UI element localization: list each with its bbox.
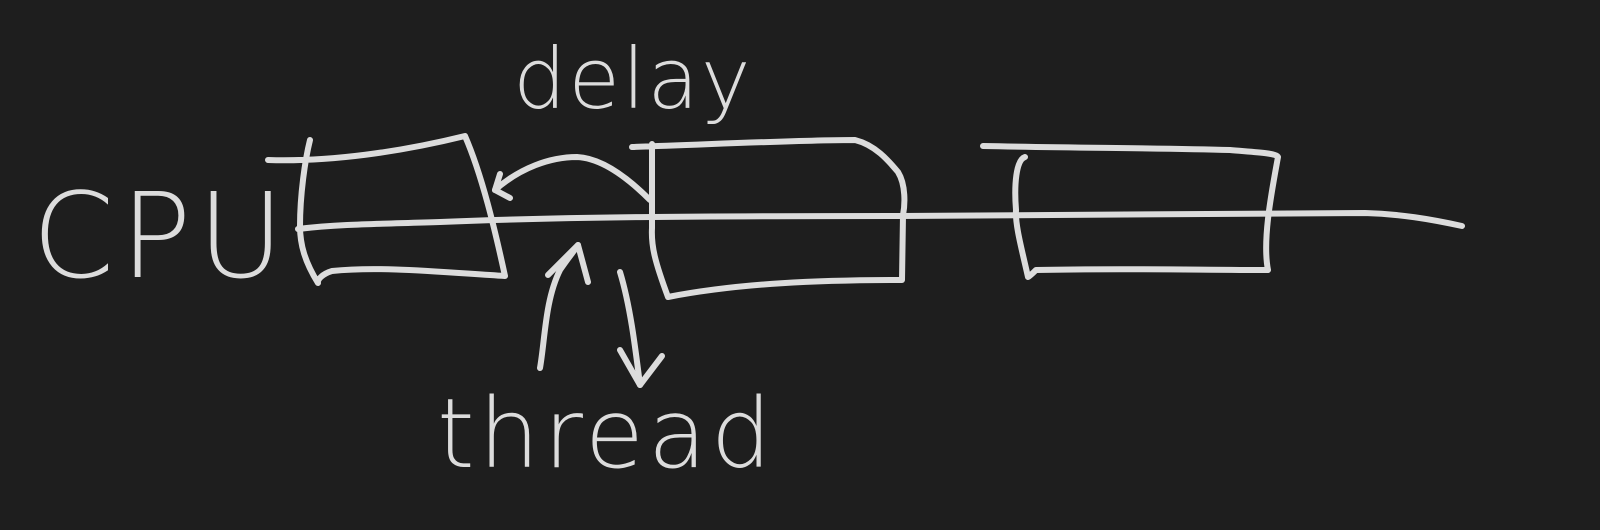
thread-down-arrowhead xyxy=(617,347,665,388)
thread-up-arrowhead xyxy=(545,242,591,285)
task-block-3 xyxy=(980,143,1281,280)
thread-label: thread xyxy=(437,378,776,490)
timeline-line xyxy=(295,210,1465,232)
cpu-label: CPU xyxy=(32,167,290,305)
delay-label: delay xyxy=(513,30,753,128)
delay-arc xyxy=(492,154,653,203)
task-block-1 xyxy=(265,133,508,286)
task-block-2 xyxy=(629,137,908,300)
delay-arrowhead xyxy=(492,171,513,201)
thread-down-arrow xyxy=(617,269,643,388)
